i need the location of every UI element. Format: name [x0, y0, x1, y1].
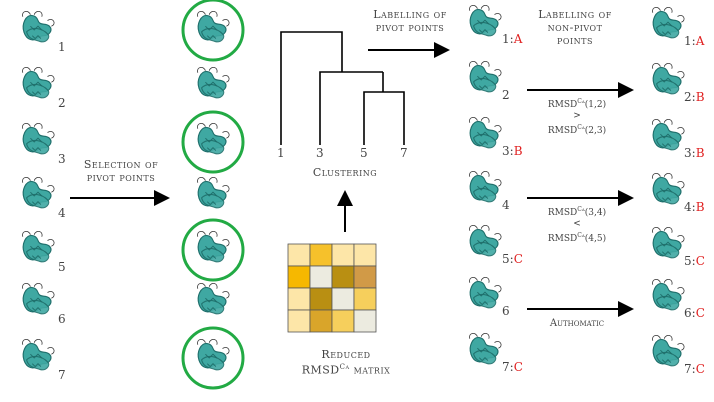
- matrix-cell: [309, 309, 333, 333]
- pivot-circle: [181, 326, 245, 390]
- protein-structure-icon: [22, 67, 55, 99]
- matrix-cell: [287, 243, 311, 267]
- structure-number: 1: [58, 40, 66, 54]
- structure-number: 4: [58, 206, 66, 220]
- matrix-cell: [287, 287, 311, 311]
- protein-structure-icon: [469, 333, 502, 365]
- dendrogram-leaf: 5: [360, 146, 368, 160]
- matrix-cell: [353, 265, 377, 289]
- protein-structure-icon: [652, 119, 685, 151]
- clustering-label: Clustering: [312, 166, 378, 179]
- final-label: 3:B: [684, 146, 705, 160]
- matrix-cell: [309, 243, 333, 267]
- condition-2: RMSDCα(3,4) < RMSDCα(4,5): [547, 206, 607, 244]
- matrix-cell: [331, 287, 355, 311]
- protein-structure-icon: [469, 5, 502, 37]
- pivot-circle: [181, 0, 245, 62]
- matrix-cell: [353, 243, 377, 267]
- structure-number: 6: [58, 312, 66, 326]
- structure-number: 5: [58, 260, 66, 274]
- dendrogram-branch: [363, 91, 405, 145]
- final-label: 6:C: [684, 306, 705, 320]
- protein-structure-icon: [652, 173, 685, 205]
- pivot-label: 6: [502, 304, 510, 318]
- pivot-circle: [181, 218, 245, 282]
- matrix-cell: [287, 309, 311, 333]
- protein-structure-icon: [469, 61, 502, 93]
- protein-structure-icon: [469, 117, 502, 149]
- protein-structure-icon: [652, 279, 685, 311]
- final-label: 4:B: [684, 200, 705, 214]
- protein-structure-icon: [469, 277, 502, 309]
- automatic-label: Authomatic: [549, 318, 605, 329]
- protein-structure-icon: [22, 177, 55, 209]
- protein-structure-icon: [197, 339, 230, 371]
- protein-structure-icon: [197, 123, 230, 155]
- pivot-label: 1:A: [502, 32, 523, 46]
- protein-structure-icon: [469, 225, 502, 257]
- dendrogram-leaf: 7: [400, 146, 408, 160]
- structure-number: 2: [58, 96, 66, 110]
- matrix-cell: [331, 243, 355, 267]
- protein-structure-icon: [197, 67, 230, 99]
- matrix-cell: [287, 265, 311, 289]
- condition-1: RMSDCα(1,2) > RMSDCα(2,3): [547, 98, 607, 136]
- final-label: 2:B: [684, 90, 705, 104]
- dendrogram-leaf: 3: [316, 146, 324, 160]
- final-label: 1:A: [684, 34, 705, 48]
- pivot-label: 5:C: [502, 252, 523, 266]
- structure-number: 3: [58, 152, 66, 166]
- matrix-cell: [309, 265, 333, 289]
- protein-structure-icon: [197, 231, 230, 263]
- protein-structure-icon: [652, 335, 685, 367]
- matrix-cell: [331, 265, 355, 289]
- structure-number: 7: [58, 368, 66, 382]
- protein-structure-icon: [197, 283, 230, 315]
- dendrogram-leaf: 1: [277, 146, 285, 160]
- pivot-circle: [181, 110, 245, 174]
- final-label: 5:C: [684, 254, 705, 268]
- protein-structure-icon: [197, 177, 230, 209]
- protein-structure-icon: [652, 7, 685, 39]
- matrix-cell: [309, 287, 333, 311]
- dendrogram-branch: [280, 31, 343, 145]
- matrix-label: Reduced RMSDCα matrix: [301, 348, 391, 377]
- protein-structure-icon: [652, 63, 685, 95]
- protein-structure-icon: [652, 227, 685, 259]
- protein-structure-icon: [22, 123, 55, 155]
- pivot-label: 4: [502, 198, 510, 212]
- matrix-cell: [353, 309, 377, 333]
- protein-structure-icon: [22, 339, 55, 371]
- matrix-cell: [331, 309, 355, 333]
- protein-structure-icon: [22, 11, 55, 43]
- protein-structure-icon: [22, 283, 55, 315]
- pivot-label: 7:C: [502, 360, 523, 374]
- dendrogram-branch: [319, 71, 383, 145]
- protein-structure-icon: [197, 11, 230, 43]
- matrix-cell: [353, 287, 377, 311]
- protein-structure-icon: [22, 231, 55, 263]
- pivot-label: 2: [502, 88, 510, 102]
- final-label: 7:C: [684, 362, 705, 376]
- pivot-label: 3:B: [502, 144, 523, 158]
- protein-structure-icon: [469, 171, 502, 203]
